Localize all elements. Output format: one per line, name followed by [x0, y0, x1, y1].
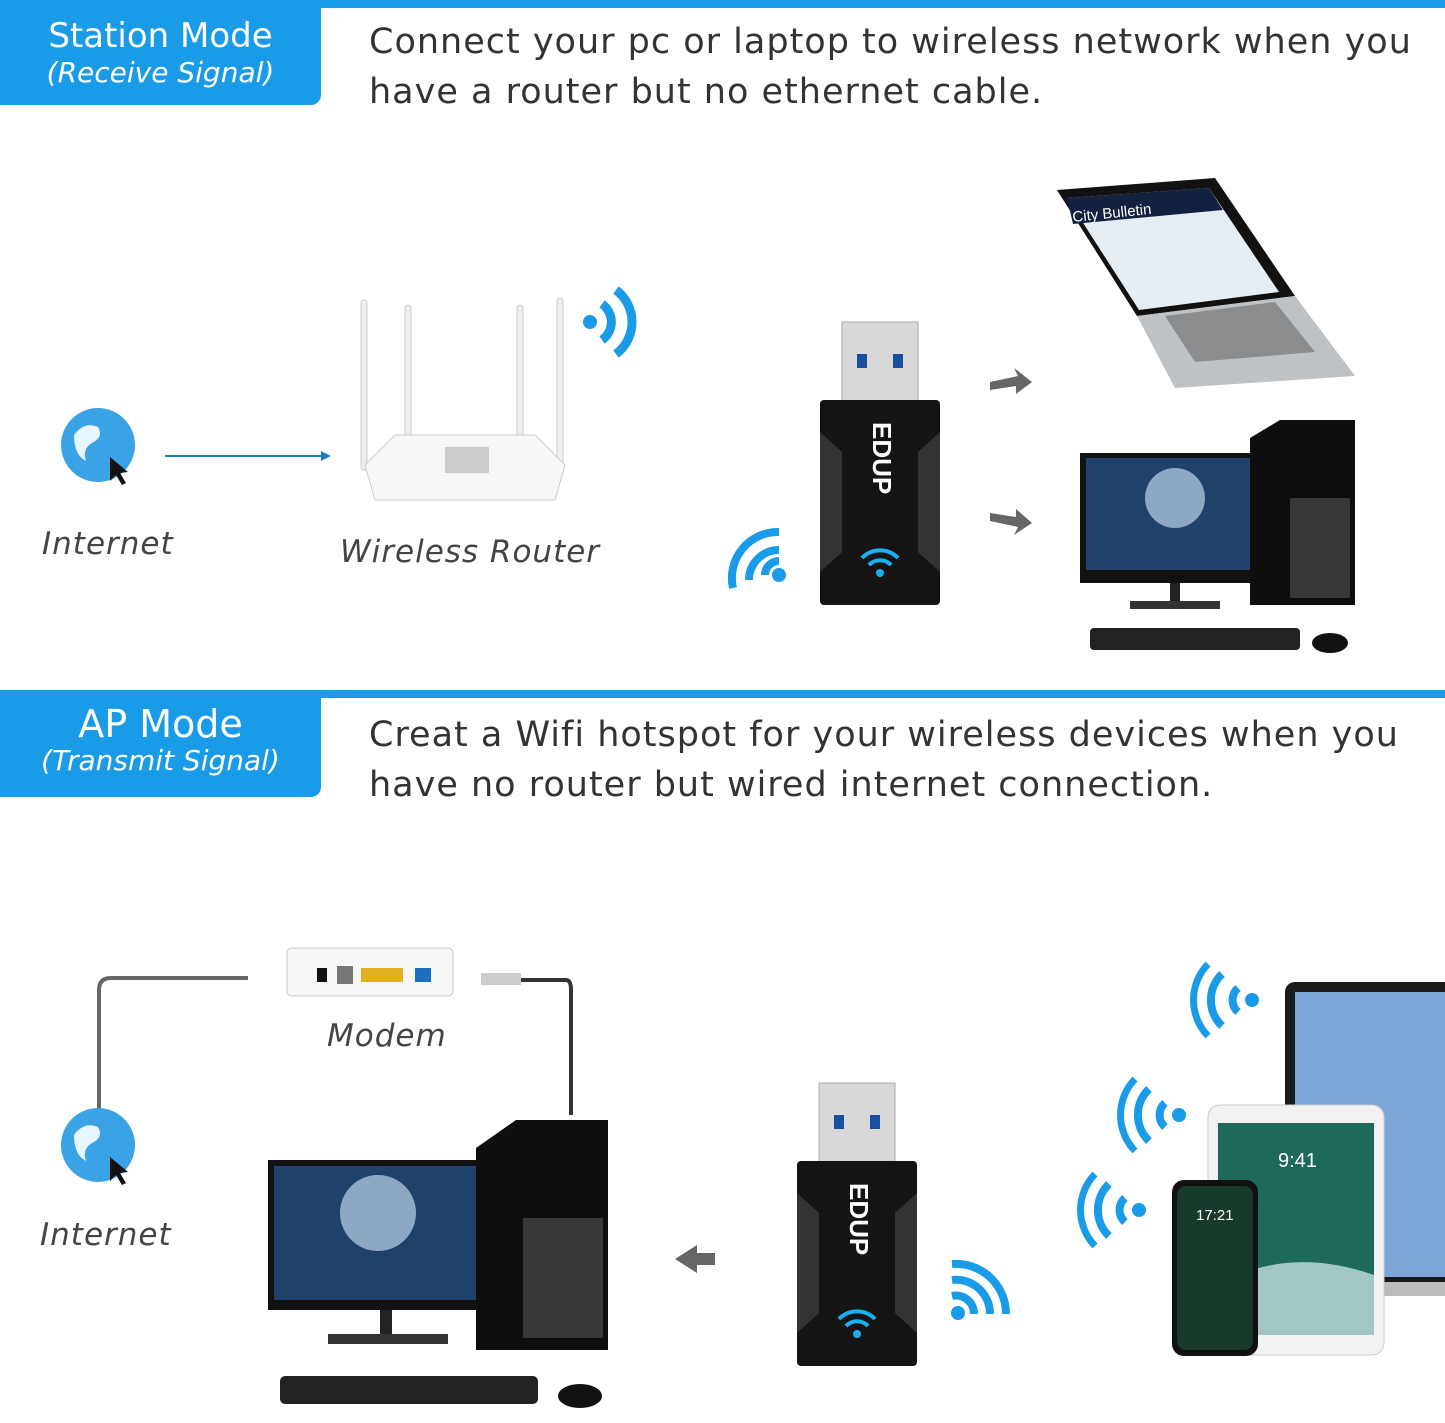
usb-adapter-icon: EDUP: [820, 321, 940, 605]
wireless-router-label: Wireless Router: [340, 534, 601, 570]
station-mode-title: Station Mode: [48, 16, 273, 56]
ap-description-line1: Creat a Wifi hotspot for your wireless d…: [369, 715, 1399, 755]
desktop-pc-icon: [268, 1120, 608, 1408]
wifi-signal-icon: [1077, 1171, 1146, 1249]
station-description-line2: have a router but no ethernet cable.: [369, 72, 1044, 112]
internet-label: Internet: [40, 1217, 172, 1253]
wifi-signal-icon: [727, 527, 786, 589]
wifi-signal-icon: [1117, 1076, 1186, 1154]
brand-text: EDUP: [844, 1183, 874, 1255]
wifi-signal-icon: [583, 286, 637, 358]
brand-text: EDUP: [867, 422, 897, 494]
station-description-line1: Connect your pc or laptop to wireless ne…: [369, 22, 1412, 62]
ap-mode-badge: AP Mode (Transmit Signal): [0, 698, 321, 797]
arrow-line: [165, 451, 331, 461]
arrow-icon: [990, 509, 1032, 535]
cable-lines: [97, 973, 573, 1115]
station-description: Connect your pc or laptop to wireless ne…: [369, 17, 1412, 117]
station-mode-subtitle: (Receive Signal): [46, 56, 275, 89]
cursor-icon: [110, 1157, 128, 1185]
ap-mode-title: AP Mode: [78, 702, 243, 746]
ap-description: Creat a Wifi hotspot for your wireless d…: [369, 710, 1399, 810]
arrow-icon: [675, 1245, 715, 1273]
ap-mode-subtitle: (Transmit Signal): [41, 744, 280, 777]
wifi-signal-icon: [1190, 961, 1259, 1039]
tablet-time: 9:41: [1278, 1150, 1317, 1172]
wifi-signal-icon: [951, 1259, 1011, 1320]
laptop-icon: City Bulletin: [1057, 178, 1355, 388]
section-divider: [0, 690, 1445, 698]
cursor-icon: [110, 457, 128, 485]
modem-label: Modem: [327, 1018, 447, 1054]
desktop-pc-icon: [1080, 420, 1355, 653]
arrow-icon: [990, 368, 1032, 394]
usb-adapter-icon: EDUP: [797, 1082, 917, 1366]
station-mode-badge: Station Mode (Receive Signal): [0, 8, 321, 105]
globe-icon: [61, 1108, 135, 1185]
globe-icon: [61, 408, 135, 485]
phone-time: 17:21: [1196, 1207, 1234, 1224]
router-icon: [360, 297, 566, 501]
phone-icon: 17:21: [1172, 1180, 1258, 1356]
top-divider: [0, 0, 1445, 8]
internet-label: Internet: [42, 526, 174, 562]
ap-description-line2: have no router but wired internet connec…: [369, 765, 1214, 805]
modem-icon: [286, 947, 454, 997]
